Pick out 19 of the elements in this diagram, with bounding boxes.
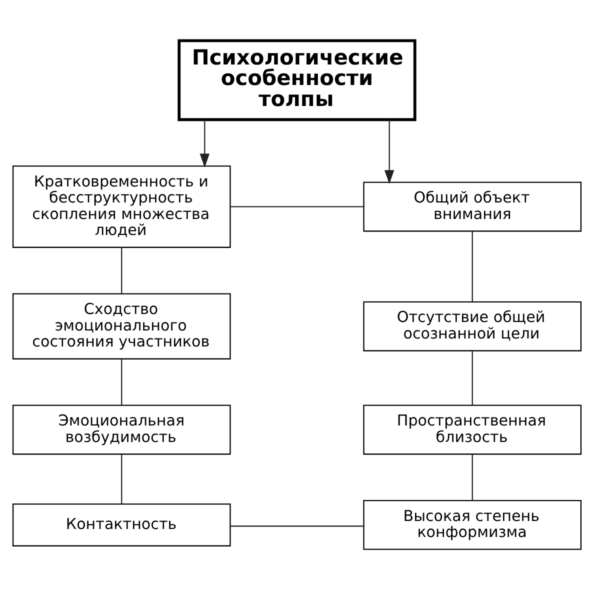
arrow bbox=[200, 119, 210, 168]
connector bbox=[230, 206, 364, 207]
node-box: Психологические особенности толпы bbox=[178, 38, 416, 121]
connector bbox=[121, 358, 122, 405]
node-box: Отсутствие общей осознанной цели bbox=[363, 300, 582, 351]
connector bbox=[121, 247, 122, 294]
node-box: Эмоциональная возбудимость bbox=[12, 404, 231, 454]
connector bbox=[472, 231, 473, 302]
node-box: Высокая степень конформизма bbox=[363, 500, 582, 550]
node-box: Общий объект внимания bbox=[363, 181, 582, 232]
connector bbox=[472, 350, 473, 405]
node-box: Кратковременность и бесструктурность скопления множества людей bbox=[12, 165, 231, 248]
arrow bbox=[384, 119, 394, 184]
node-box: Сходство эмоционального состояния участников bbox=[12, 292, 231, 359]
node-box: Контактность bbox=[12, 502, 231, 546]
connector bbox=[230, 525, 364, 526]
connector bbox=[472, 454, 473, 500]
node-box: Пространственная близость bbox=[363, 404, 582, 454]
connector bbox=[121, 454, 122, 504]
